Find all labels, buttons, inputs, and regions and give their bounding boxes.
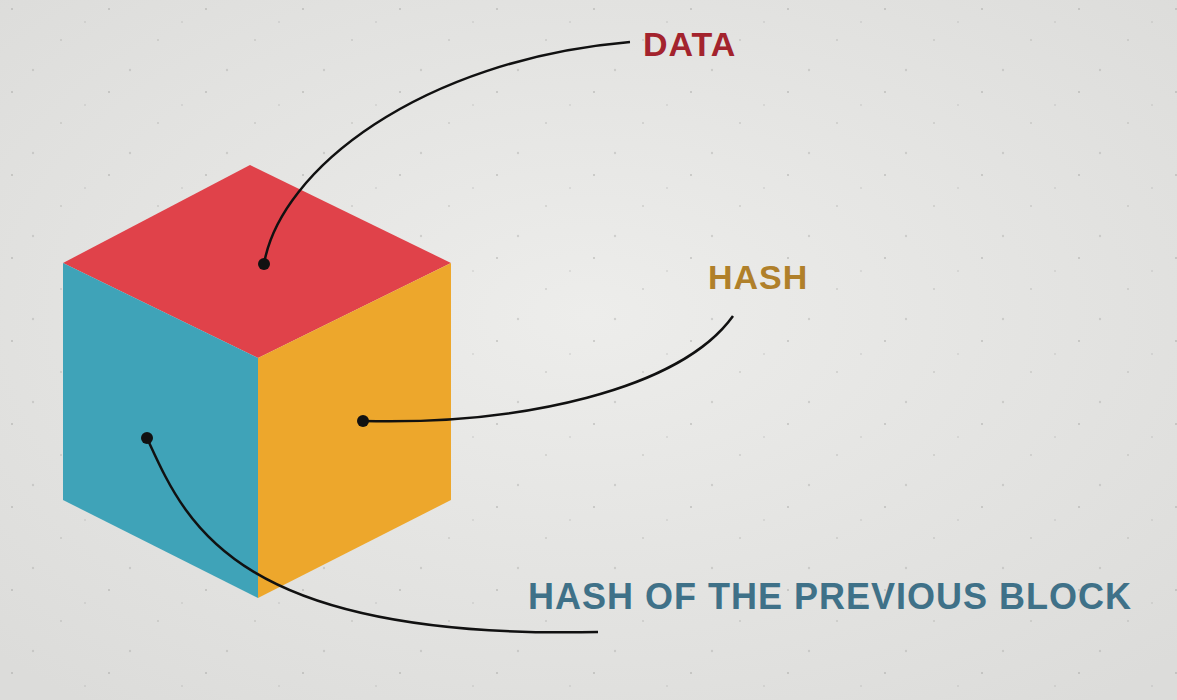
leader-line	[363, 316, 733, 421]
leader-line	[264, 42, 630, 264]
cube-left-face	[63, 263, 258, 598]
leader-dot	[141, 432, 153, 444]
previous-hash-label: HASH OF THE PREVIOUS BLOCK	[528, 577, 1132, 617]
hash-label: HASH	[708, 259, 808, 296]
data-label: DATA	[643, 26, 736, 63]
cube-right-face	[258, 263, 451, 598]
leader-dot	[258, 258, 270, 270]
leader-dot	[357, 415, 369, 427]
